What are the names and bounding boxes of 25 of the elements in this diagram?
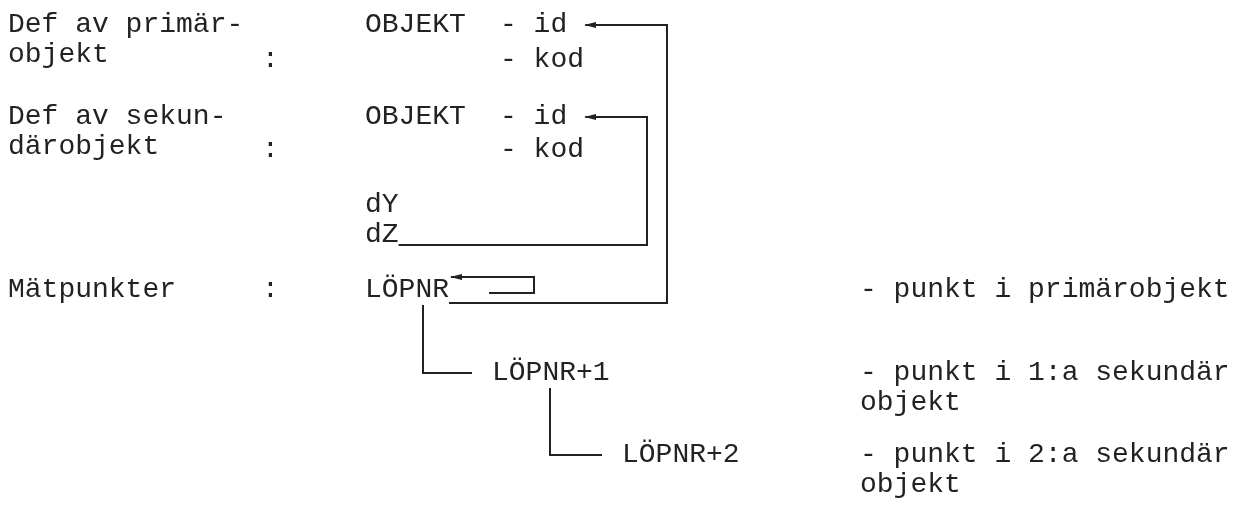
- node-text: LÖPNR: [365, 275, 449, 305]
- text-label: Def av sekun- därobjekt: [8, 102, 228, 162]
- arrow: [448, 22, 668, 304]
- text-label: dY: [365, 190, 399, 220]
- text-label: OBJEKT: [365, 102, 466, 132]
- text-label: OBJEKT: [365, 10, 466, 40]
- text-label: - kod: [500, 45, 584, 75]
- text-label: Mätpunkter: [8, 275, 177, 305]
- arrow: [397, 114, 648, 246]
- text-label: - punkt i primärobjekt: [860, 275, 1230, 305]
- text-label: - punkt i 1:a sekundär objekt: [860, 358, 1231, 418]
- node-text: - id: [500, 10, 568, 40]
- connector-line: [422, 304, 473, 374]
- node-text: LÖPNR+2: [622, 440, 740, 470]
- text-label: - punkt i 2:a sekundär objekt: [860, 440, 1231, 500]
- text-label: :: [262, 135, 279, 165]
- node-text: LÖPNR+1: [492, 358, 610, 388]
- text-label: Def av primär- objekt: [8, 10, 245, 70]
- node-text: - id: [500, 102, 568, 132]
- node-text: dZ: [365, 220, 399, 250]
- text-label: :: [262, 275, 279, 305]
- connector-line: [549, 387, 603, 456]
- text-label: :: [262, 45, 279, 75]
- text-label: - kod: [500, 135, 584, 165]
- arrow: [450, 274, 535, 294]
